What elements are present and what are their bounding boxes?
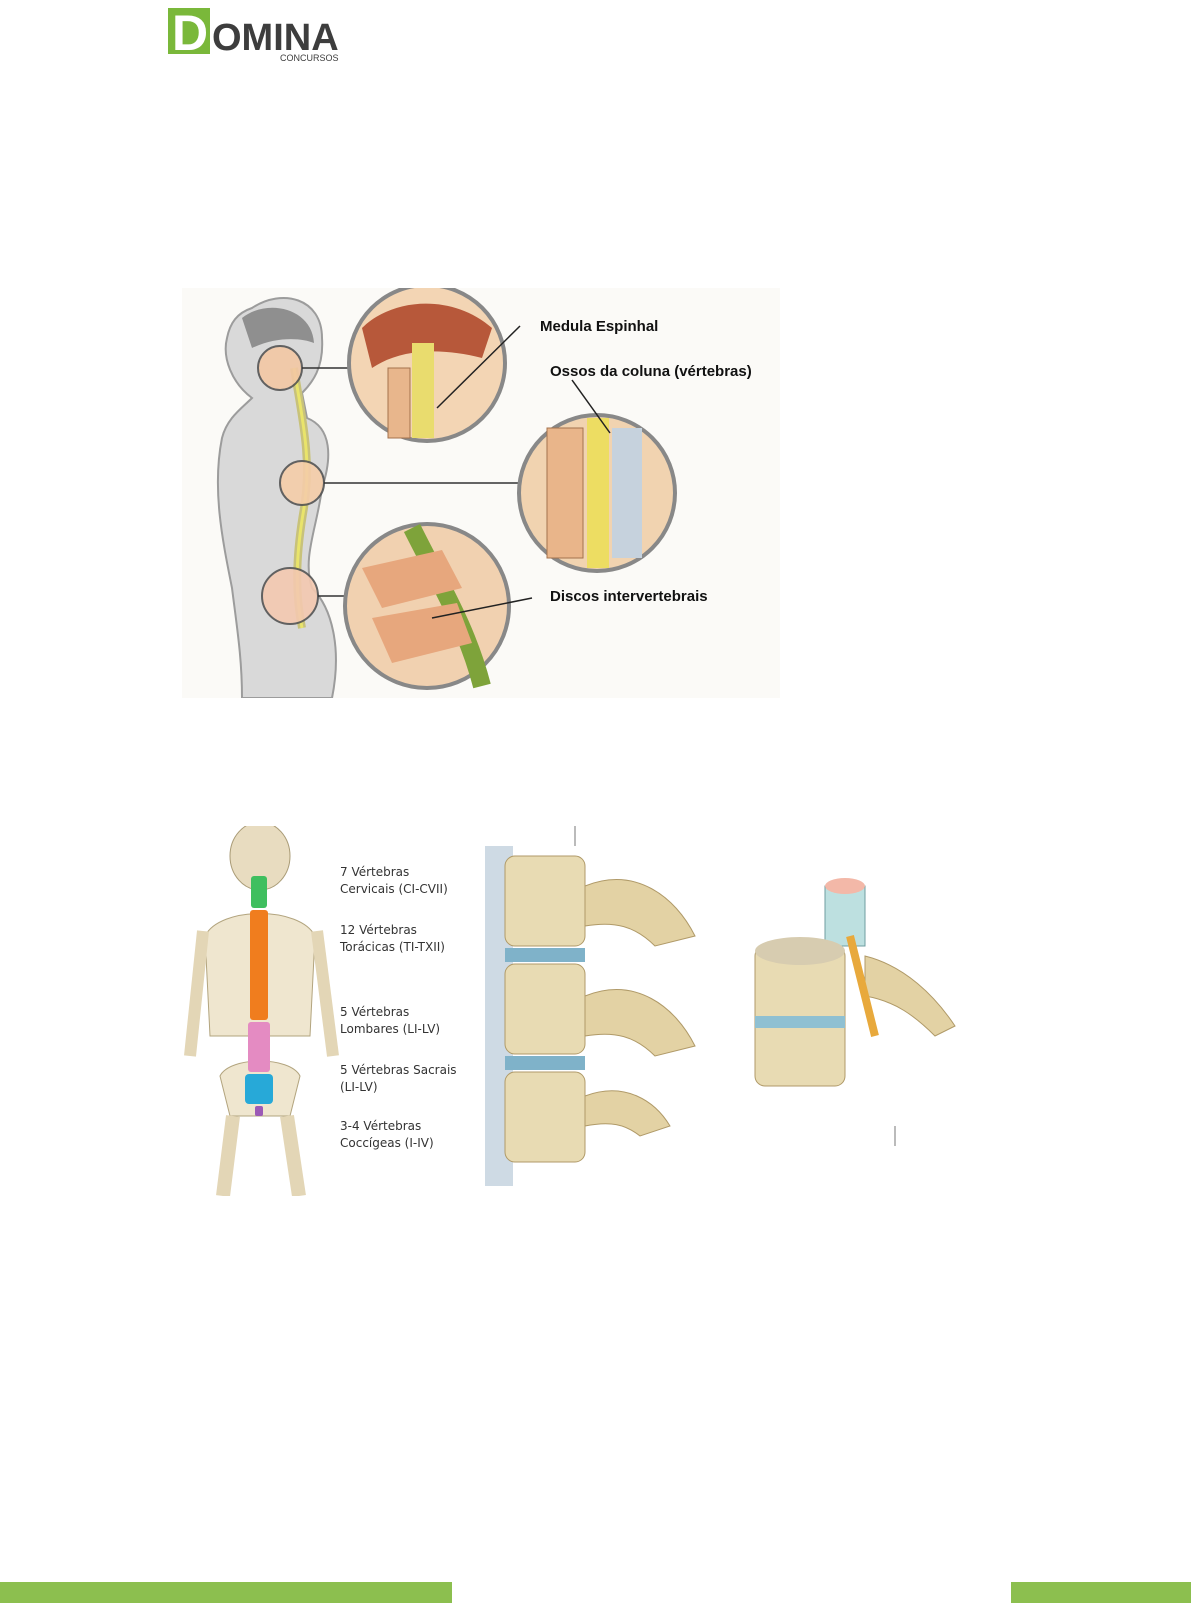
lumbar-segment [248, 1022, 270, 1072]
svg-text:D: D [172, 6, 208, 61]
label-medula-espinhal: Medula Espinhal [540, 318, 658, 335]
domina-logo: D OMINA CONCURSOS [168, 6, 358, 62]
footer-bar-left [0, 1582, 452, 1603]
label-sacral: 5 Vértebras Sacrais(LI-LV) [340, 1062, 470, 1096]
vertebra-cross-section-drawing [755, 878, 955, 1146]
skeleton-drawing [175, 826, 995, 1196]
spine-profile-drawing [182, 288, 780, 698]
lumbar-vertebrae-drawing [485, 826, 695, 1186]
label-ossos-da-coluna: Ossos da coluna (vértebras) [550, 363, 752, 380]
coccyx-segment [255, 1106, 263, 1116]
spinal-cord-illustration: Medula Espinhal Ossos da coluna (vértebr… [182, 288, 780, 698]
footer-bar-right [1011, 1582, 1191, 1603]
label-discos-intervertebrais: Discos intervertebrais [550, 588, 708, 605]
sacral-segment [245, 1074, 273, 1104]
thoracic-segment [250, 910, 268, 1020]
cervical-segment [251, 876, 267, 908]
svg-text:CONCURSOS: CONCURSOS [280, 53, 339, 62]
logo-mark: D OMINA CONCURSOS [168, 6, 358, 62]
